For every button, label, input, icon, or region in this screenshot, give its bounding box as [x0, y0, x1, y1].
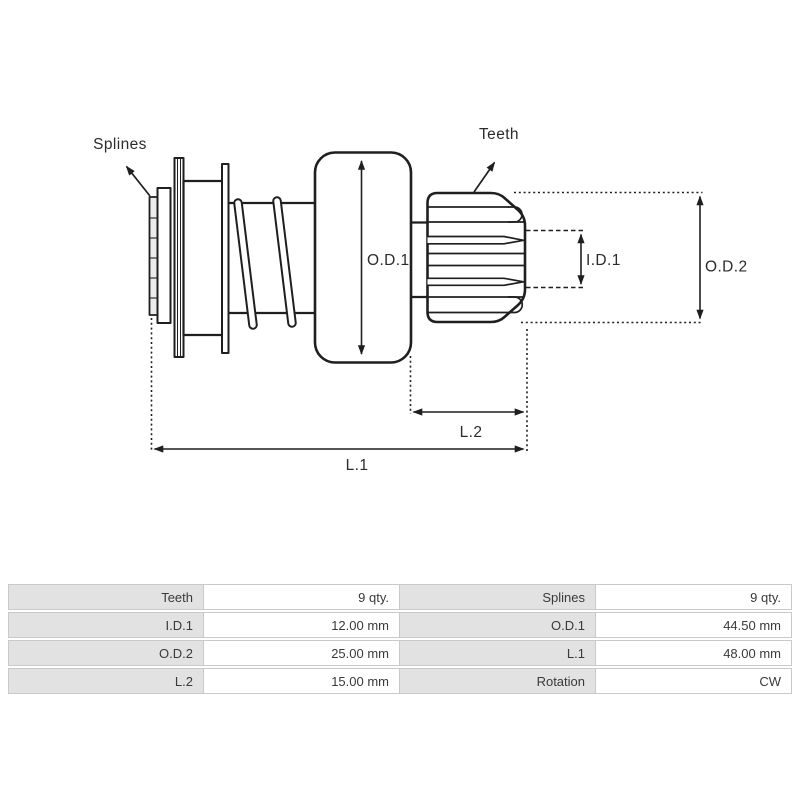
- spring-coil-core: [235, 200, 256, 328]
- drive-spring: [233, 196, 297, 330]
- spec-label: Teeth: [8, 584, 204, 610]
- spec-value: 9 qty.: [596, 584, 792, 610]
- l1-label: L.1: [346, 457, 369, 474]
- spec-value: 9 qty.: [204, 584, 400, 610]
- pinion-teeth: [427, 206, 525, 314]
- spec-label: O.D.2: [8, 640, 204, 666]
- spec-row: Teeth 9 qty. Splines 9 qty.: [8, 584, 792, 610]
- spec-value: 44.50 mm: [596, 612, 792, 638]
- tooth-wedge-lower: [427, 277, 525, 287]
- spline-collar: [156, 187, 172, 324]
- starter-drive-assembly: [125, 151, 527, 364]
- id1-label: I.D.1: [586, 252, 621, 269]
- spec-label: L.2: [8, 668, 204, 694]
- front-flange-body: [173, 157, 185, 358]
- tooth-wedge-upper: [427, 235, 525, 245]
- spec-label: Rotation: [400, 668, 596, 694]
- l2-label: L.2: [460, 424, 483, 441]
- front-washer-flange: [173, 157, 185, 358]
- splines-label: Splines: [93, 136, 147, 153]
- spline-shaft-end: [148, 196, 159, 316]
- spec-label: Splines: [400, 584, 596, 610]
- pinion-gear: [426, 191, 527, 324]
- spec-value: 15.00 mm: [204, 668, 400, 694]
- spec-row: L.2 15.00 mm Rotation CW: [8, 668, 792, 694]
- spec-row: O.D.2 25.00 mm L.1 48.00 mm: [8, 640, 792, 666]
- spring-coil-core: [274, 198, 295, 326]
- dimension-lines: [150, 160, 704, 453]
- spec-value: CW: [596, 668, 792, 694]
- spec-label: I.D.1: [8, 612, 204, 638]
- teeth-leader-line: [473, 161, 496, 193]
- spec-table: Teeth 9 qty. Splines 9 qty. I.D.1 12.00 …: [8, 582, 792, 696]
- teeth-label: Teeth: [479, 126, 519, 143]
- spec-row: I.D.1 12.00 mm O.D.1 44.50 mm: [8, 612, 792, 638]
- spec-label: L.1: [400, 640, 596, 666]
- od2-label: O.D.2: [705, 259, 747, 276]
- splines-leader-line: [125, 165, 151, 197]
- rear-washer-flange: [221, 163, 230, 354]
- spec-value: 48.00 mm: [596, 640, 792, 666]
- od1-label: O.D.1: [367, 252, 409, 269]
- tooth-round-end-bottom: [508, 296, 524, 314]
- spec-value: 12.00 mm: [204, 612, 400, 638]
- spec-label: O.D.1: [400, 612, 596, 638]
- hub-body: [182, 179, 224, 337]
- spec-value: 25.00 mm: [204, 640, 400, 666]
- spline-shaft-body: [148, 196, 159, 316]
- starter-drive-technical-drawing: Splines Teeth O.D.1 I.D.1 O.D.2 L.2 L.1: [93, 126, 747, 474]
